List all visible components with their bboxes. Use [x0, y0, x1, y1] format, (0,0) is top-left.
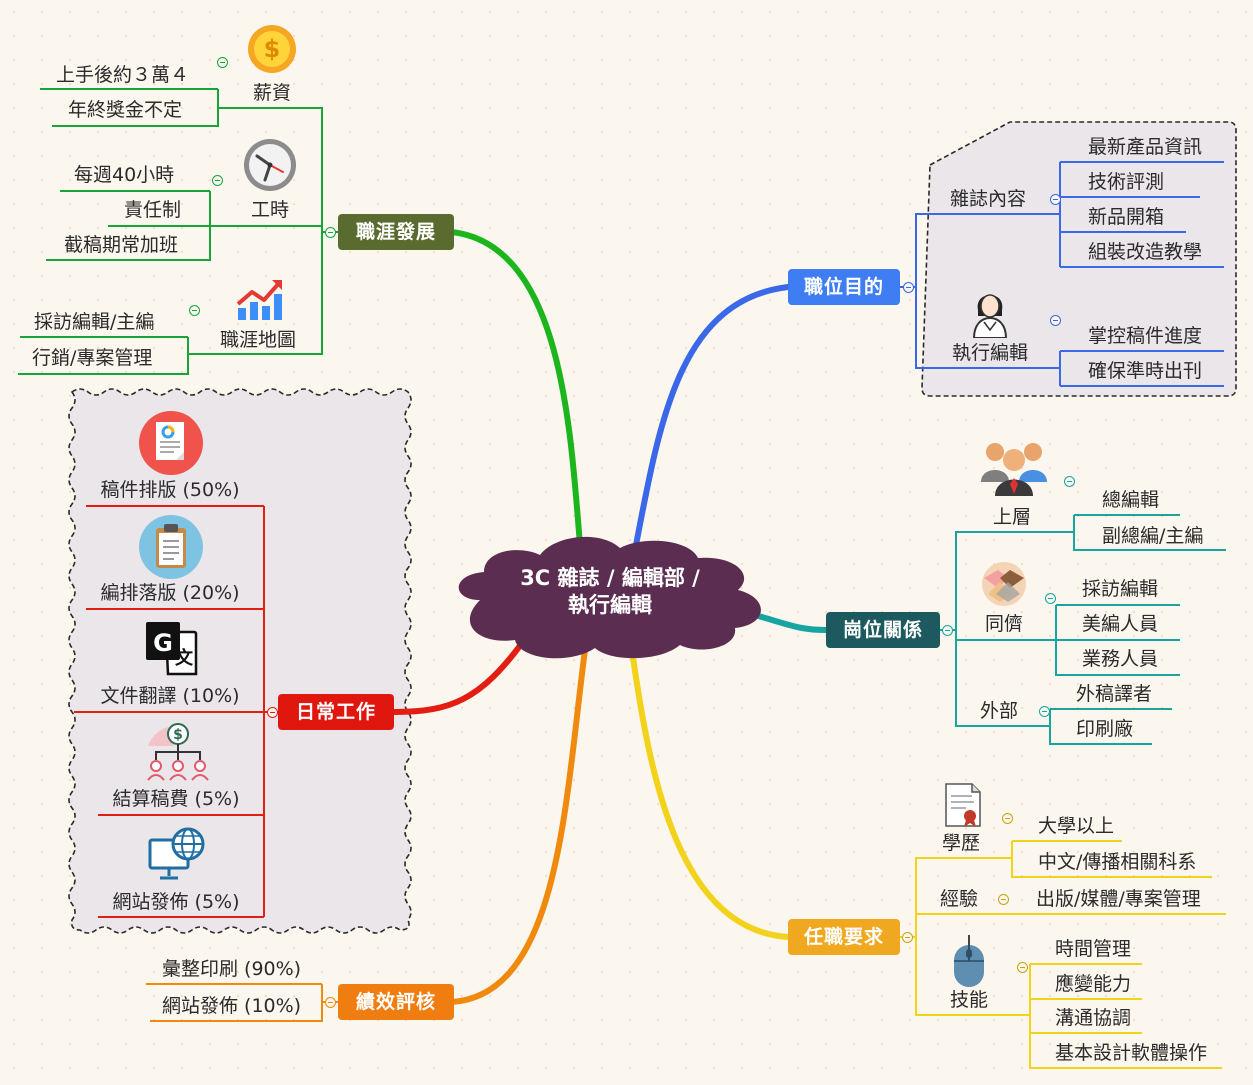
- career-map-item[interactable]: 採訪編輯/主編: [34, 311, 155, 333]
- requirements-skills-item[interactable]: 應變能力: [1055, 973, 1132, 995]
- branch-requirements[interactable]: 任職要求: [788, 919, 900, 955]
- daily-item[interactable]: 網站發佈 (5%): [112, 891, 240, 913]
- center-title-line2: 執行編輯: [568, 593, 652, 617]
- relations-upper-item[interactable]: 副總編/主編: [1102, 525, 1204, 547]
- requirements-experience-label[interactable]: 經驗: [940, 888, 979, 910]
- collapse-toggle[interactable]: [1045, 593, 1056, 604]
- collapse-toggle[interactable]: [1050, 315, 1061, 326]
- requirements-skills-label[interactable]: 技能: [949, 989, 989, 1011]
- svg-text:G: G: [153, 629, 173, 657]
- purpose-content-item[interactable]: 組裝改造教學: [1088, 241, 1203, 263]
- requirements-skills-item[interactable]: 溝通協調: [1055, 1007, 1132, 1029]
- globe-monitor-icon: [148, 827, 205, 880]
- purpose-editor-label[interactable]: 執行編輯: [951, 342, 1029, 364]
- relations-upper-label[interactable]: 上層: [992, 506, 1032, 528]
- career-hours-item[interactable]: 截稿期常加班: [64, 234, 179, 256]
- daily-item[interactable]: 編排落版 (20%): [100, 582, 240, 604]
- svg-text:文: 文: [175, 647, 194, 669]
- dollar-coin-icon: $: [248, 25, 296, 73]
- performance-item[interactable]: 網站發佈 (10%): [162, 995, 302, 1017]
- growth-chart-icon: [236, 280, 282, 320]
- requirements-skills-item[interactable]: 基本設計軟體操作: [1055, 1042, 1208, 1064]
- career-hours-item[interactable]: 責任制: [124, 199, 182, 221]
- career-salary-label[interactable]: 薪資: [252, 82, 292, 104]
- branch-daily[interactable]: 日常工作: [278, 694, 394, 730]
- relations-external-item[interactable]: 外稿譯者: [1076, 683, 1153, 705]
- performance-item[interactable]: 彙整印刷 (90%): [162, 958, 302, 980]
- svg-text:$: $: [173, 727, 183, 743]
- collapse-toggle[interactable]: [1002, 813, 1013, 824]
- collapse-toggle[interactable]: [942, 625, 953, 636]
- requirements-education-item[interactable]: 大學以上: [1038, 815, 1115, 837]
- collapse-toggle[interactable]: [902, 932, 913, 943]
- relations-peer-label[interactable]: 同儕: [984, 613, 1024, 635]
- daily-item[interactable]: 稿件排版 (50%): [100, 479, 240, 501]
- center-title-line1: 3C 雜誌 / 編輯部 /: [520, 566, 700, 590]
- translate-icon: G 文: [146, 622, 198, 676]
- payment-network-icon: $: [147, 723, 209, 781]
- collapse-toggle[interactable]: [903, 282, 914, 293]
- svg-text:$: $: [264, 35, 281, 63]
- requirements-education-item[interactable]: 中文/傳播相關科系: [1038, 851, 1197, 873]
- purpose-content-item[interactable]: 新品開箱: [1088, 206, 1165, 228]
- handshake-icon: [982, 562, 1026, 606]
- clipboard-icon: [139, 515, 203, 579]
- person-icon: [972, 294, 1008, 338]
- career-map-item[interactable]: 行銷/專案管理: [32, 347, 153, 369]
- collapse-toggle[interactable]: [325, 997, 336, 1008]
- relations-peer-item[interactable]: 業務人員: [1082, 648, 1159, 670]
- relations-peer-item[interactable]: 美編人員: [1082, 613, 1159, 635]
- daily-boundary: [68, 388, 412, 934]
- collapse-toggle[interactable]: [1050, 194, 1061, 205]
- group-icon: [981, 443, 1047, 496]
- career-salary-item[interactable]: 上手後約３萬４: [56, 64, 190, 86]
- collapse-toggle[interactable]: [267, 707, 278, 718]
- career-hours-item[interactable]: 每週40小時: [74, 164, 175, 186]
- purpose-content-item[interactable]: 最新產品資訊: [1088, 136, 1203, 158]
- document-chart-icon: [139, 411, 203, 475]
- collapse-toggle[interactable]: [1064, 476, 1075, 487]
- daily-item[interactable]: 結算稿費 (5%): [112, 788, 240, 810]
- relations-external-item[interactable]: 印刷廠: [1076, 718, 1134, 740]
- center-cloud: [458, 536, 761, 659]
- daily-item[interactable]: 文件翻譯 (10%): [100, 685, 240, 707]
- collapse-toggle[interactable]: [1017, 962, 1028, 973]
- branch-relations[interactable]: 崗位關係: [826, 612, 940, 648]
- career-salary-item[interactable]: 年終獎金不定: [68, 99, 183, 121]
- requirements-education-label[interactable]: 學歷: [941, 832, 981, 854]
- branch-career[interactable]: 職涯發展: [338, 214, 454, 250]
- branch-purpose[interactable]: 職位目的: [788, 269, 900, 305]
- collapse-toggle[interactable]: [325, 227, 336, 238]
- requirements-experience-item[interactable]: 出版/媒體/專案管理: [1036, 888, 1201, 910]
- purpose-editor-item[interactable]: 掌控稿件進度: [1088, 325, 1203, 347]
- relations-peer-item[interactable]: 採訪編輯: [1082, 578, 1159, 600]
- collapse-toggle[interactable]: [189, 305, 200, 316]
- purpose-content-label[interactable]: 雜誌內容: [950, 188, 1027, 210]
- relations-external-label[interactable]: 外部: [980, 700, 1019, 722]
- branch-performance[interactable]: 績效評核: [338, 984, 454, 1020]
- collapse-toggle[interactable]: [998, 894, 1009, 905]
- collapse-toggle[interactable]: [1039, 706, 1050, 717]
- career-map-label[interactable]: 職涯地圖: [219, 329, 297, 351]
- certificate-icon: [945, 783, 981, 827]
- mouse-icon: [954, 935, 984, 987]
- collapse-toggle[interactable]: [217, 57, 228, 68]
- collapse-toggle[interactable]: [212, 175, 223, 186]
- clock-icon: [244, 139, 296, 191]
- career-hours-label[interactable]: 工時: [250, 199, 290, 221]
- purpose-content-item[interactable]: 技術評測: [1088, 171, 1165, 193]
- relations-upper-item[interactable]: 總編輯: [1102, 489, 1160, 511]
- purpose-editor-item[interactable]: 確保準時出刊: [1088, 360, 1203, 382]
- center-topic[interactable]: 3C 雜誌 / 編輯部 / 執行編輯: [482, 565, 738, 619]
- requirements-skills-item[interactable]: 時間管理: [1055, 938, 1132, 960]
